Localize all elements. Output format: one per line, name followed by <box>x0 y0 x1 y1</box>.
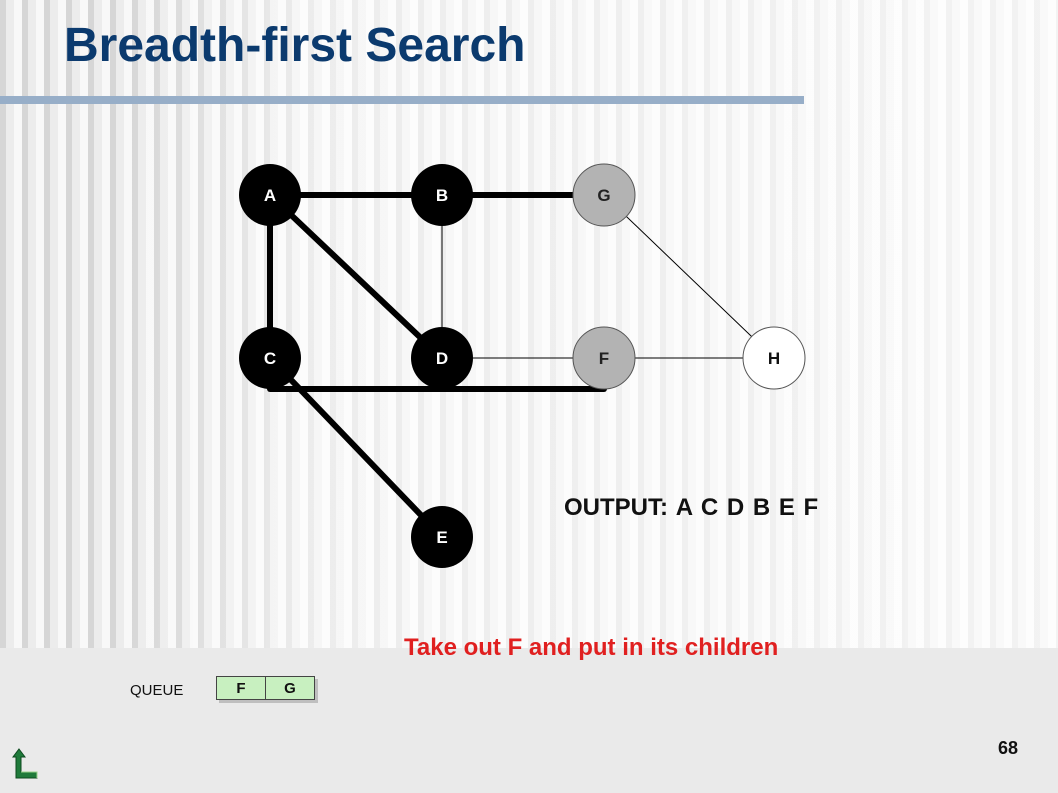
slide-title: Breadth-first Search <box>64 19 526 72</box>
queue-cell: F <box>217 677 266 699</box>
node-b: B <box>411 164 473 226</box>
edge-a-d <box>267 192 445 361</box>
node-f: F <box>572 326 636 390</box>
node-circle <box>411 164 473 226</box>
node-c: C <box>239 327 301 389</box>
node-circle <box>572 163 636 227</box>
queue-label: QUEUE <box>130 682 184 699</box>
return-arrow-icon[interactable] <box>10 745 40 781</box>
node-circle <box>411 506 473 568</box>
node-circle <box>572 326 636 390</box>
node-d: D <box>411 327 473 389</box>
node-e: E <box>411 506 473 568</box>
output-sequence: OUTPUT: A C D B E F <box>564 494 819 521</box>
edge-c-e <box>267 355 445 540</box>
queue-cell: G <box>266 677 314 699</box>
background-fade <box>120 0 1058 648</box>
node-label: B <box>436 186 448 205</box>
node-circle <box>239 164 301 226</box>
node-label: D <box>436 349 448 368</box>
node-g: G <box>572 163 636 227</box>
title-underline <box>0 96 804 104</box>
graph-edges <box>267 192 775 540</box>
node-label: A <box>264 186 276 205</box>
node-label: C <box>264 349 276 368</box>
graph-nodes: A B G C D F H E <box>239 163 806 568</box>
node-label: F <box>599 349 609 368</box>
node-a: A <box>239 164 301 226</box>
node-label: G <box>597 186 610 205</box>
node-circle <box>411 327 473 389</box>
node-h: H <box>742 326 806 390</box>
bottom-band <box>0 648 1058 793</box>
page-number: 68 <box>998 738 1019 758</box>
node-label: H <box>768 349 780 368</box>
node-label: E <box>436 528 447 547</box>
node-circle <box>239 327 301 389</box>
node-circle <box>742 326 806 390</box>
step-instruction: Take out F and put in its children <box>404 634 779 661</box>
edge-g-h <box>603 194 775 359</box>
